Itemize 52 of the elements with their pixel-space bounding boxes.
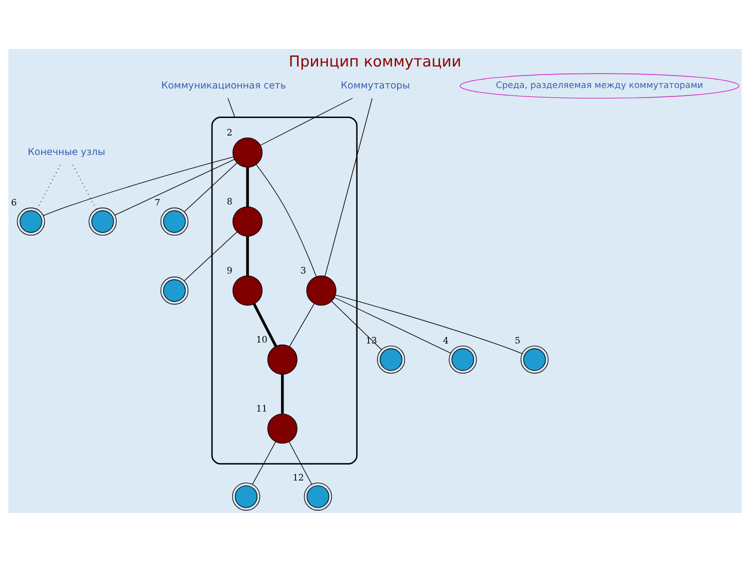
connector: [324, 98, 373, 276]
cluster: [211, 116, 358, 464]
node-circle: [448, 345, 477, 374]
node-circle: [232, 137, 263, 168]
node-circle: [267, 344, 298, 374]
label: Среда, разделяемая между коммутаторами: [496, 80, 704, 91]
node-circle: [306, 275, 336, 306]
connector: [256, 164, 317, 276]
node-label: 4: [442, 336, 449, 346]
node-label: 10: [256, 334, 268, 345]
node-label: 11: [256, 404, 268, 414]
connector: [114, 158, 235, 216]
node-circle: [232, 482, 260, 510]
connector: [252, 302, 278, 346]
connector: [334, 296, 451, 353]
node-circle: [88, 207, 117, 236]
connector: [228, 97, 236, 118]
node-circle: [520, 345, 549, 374]
node-text: Конечные узлы: [28, 146, 106, 158]
connector: [184, 231, 238, 281]
connector: [184, 162, 238, 212]
node-circle: [232, 275, 263, 306]
node-label: 7: [154, 198, 160, 208]
connector: [288, 440, 312, 484]
node-circle: [267, 413, 298, 444]
diagram-title: Принцип коммутации: [288, 52, 462, 70]
node-label: 2: [226, 128, 232, 138]
node-circle: [160, 207, 188, 236]
node-circle: [304, 482, 332, 510]
connector: [72, 164, 98, 210]
node-circle: [160, 276, 188, 304]
node-label: 5: [514, 336, 520, 346]
connector: [331, 300, 382, 350]
connector: [252, 440, 276, 484]
connector: [281, 374, 284, 414]
node-circle: [377, 345, 406, 374]
node-label: 8: [226, 196, 232, 207]
connector: [246, 236, 249, 276]
node-label: 9: [226, 266, 232, 276]
connector: [335, 294, 522, 354]
node-text: Коммуникационная сеть: [161, 80, 286, 91]
node-label: 3: [300, 266, 306, 276]
node-label: 6: [11, 198, 17, 208]
connector: [289, 302, 315, 346]
node-label: 12: [292, 472, 304, 483]
node-text: Коммутаторы: [340, 80, 410, 91]
connector: [36, 164, 61, 210]
node-circle: [16, 207, 45, 236]
connector: [260, 97, 353, 146]
connector: [42, 156, 234, 216]
connector: [246, 166, 249, 206]
node-circle: [232, 206, 263, 236]
